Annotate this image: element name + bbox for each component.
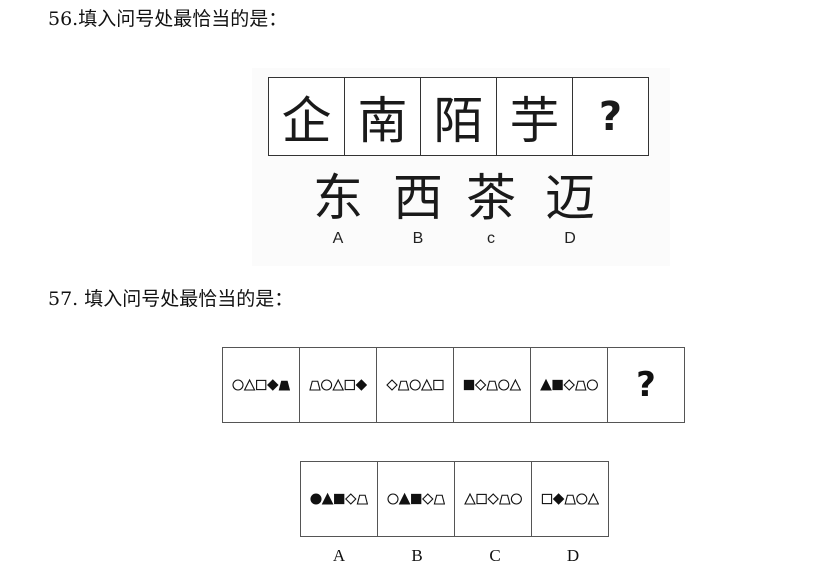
circle-icon: [576, 493, 588, 505]
circle-icon: [387, 493, 399, 505]
q57-seq-cell-1-shapes: [232, 378, 290, 391]
q56-option-d[interactable]: 迈 D: [532, 168, 608, 248]
triangle-icon: [509, 378, 522, 391]
q56-option-b-char: 西: [393, 169, 443, 227]
q57-seq-cell-3-shapes: [386, 378, 444, 391]
square-icon: [552, 379, 563, 391]
q57-option-a-shapes: [310, 492, 368, 505]
q57-question-mark-cell: ?: [636, 365, 656, 405]
q56-option-d-char: 迈: [545, 169, 595, 227]
q57-option-a[interactable]: [301, 462, 378, 536]
square-icon: [433, 379, 444, 391]
q56-option-c-char: 茶: [466, 169, 516, 227]
q56-option-a-label: A: [332, 230, 344, 247]
q57-option-a-label: A: [332, 546, 346, 565]
square-icon: [463, 379, 474, 391]
triangle-icon: [539, 378, 552, 391]
triangle-icon: [420, 378, 433, 391]
q56-option-b[interactable]: 西 B: [380, 168, 456, 248]
q57-option-d-shapes: [541, 492, 600, 505]
diamond-icon: [355, 379, 367, 391]
trapezoid-icon: [356, 494, 368, 505]
q56-option-a[interactable]: 东 A: [300, 168, 376, 248]
q57-seq-cell-2-shapes: [309, 378, 367, 391]
q57-option-c-shapes: [463, 492, 522, 505]
trapezoid-icon: [574, 380, 587, 391]
trapezoid-icon: [564, 494, 576, 505]
triangle-icon: [398, 492, 411, 505]
triangle-icon: [463, 492, 476, 505]
circle-icon: [232, 379, 244, 391]
q57-seq-cell-4-shapes: [463, 378, 522, 391]
q57-option-b-shapes: [387, 492, 445, 505]
q56-option-c[interactable]: 茶 c: [453, 168, 529, 248]
square-icon: [333, 493, 345, 505]
q57-option-c-label: C: [489, 546, 501, 565]
square-icon: [344, 379, 355, 391]
square-icon: [476, 493, 487, 505]
diamond-icon: [563, 379, 575, 391]
q57-seq-cell-5: [531, 348, 608, 422]
question-56-title: 56.填入问号处最恰当的是：: [48, 8, 288, 30]
q56-seq-cell-3: 陌: [421, 78, 497, 155]
square-icon: [255, 379, 267, 391]
trapezoid-icon: [278, 380, 290, 391]
circle-icon: [320, 379, 332, 391]
circle-icon: [409, 379, 421, 391]
q57-seq-cell-5-shapes: [539, 378, 598, 391]
q57-seq-cell-4: [454, 348, 531, 422]
question-57-title: 57. 填入问号处最恰当的是：: [48, 288, 294, 310]
triangle-icon: [332, 378, 344, 391]
triangle-icon: [321, 492, 334, 505]
diamond-icon: [386, 379, 398, 391]
q57-option-d-label: D: [566, 546, 580, 565]
trapezoid-icon: [486, 380, 498, 391]
question-57-sequence: ?: [222, 347, 685, 423]
q57-option-c[interactable]: [455, 462, 532, 536]
q56-seq-cell-4: 芋: [497, 78, 573, 155]
trapezoid-icon: [498, 494, 511, 505]
q57-seq-cell-1: [223, 348, 300, 422]
triangle-icon: [587, 492, 600, 505]
diamond-icon: [266, 379, 279, 391]
q56-seq-cell-1: 企: [269, 78, 345, 155]
q57-seq-cell-3: [377, 348, 454, 422]
circle-icon: [498, 379, 510, 391]
triangle-icon: [243, 378, 256, 391]
square-icon: [541, 493, 552, 505]
question-56-sequence: 企 南 陌 芋 ?: [268, 77, 649, 156]
q57-seq-cell-2: [300, 348, 377, 422]
diamond-icon: [487, 493, 499, 505]
q57-option-d[interactable]: [532, 462, 608, 536]
q56-option-b-label: B: [412, 230, 424, 247]
circle-icon: [510, 493, 522, 505]
q56-seq-cell-2: 南: [345, 78, 421, 155]
q56-option-a-char: 东: [313, 169, 363, 227]
q57-option-b[interactable]: [378, 462, 455, 536]
trapezoid-icon: [309, 380, 321, 391]
square-icon: [410, 493, 422, 505]
diamond-icon: [344, 493, 357, 505]
circle-icon: [310, 493, 322, 505]
q56-option-d-label: D: [564, 230, 576, 247]
diamond-icon: [552, 493, 565, 505]
diamond-icon: [474, 379, 487, 391]
q56-option-c-label: c: [487, 230, 495, 247]
diamond-icon: [421, 493, 434, 505]
trapezoid-icon: [433, 494, 445, 505]
circle-icon: [586, 379, 598, 391]
trapezoid-icon: [397, 380, 410, 391]
question-57-options: [300, 461, 609, 537]
q57-option-b-label: B: [411, 546, 423, 565]
q56-question-mark-cell: ?: [598, 93, 623, 140]
